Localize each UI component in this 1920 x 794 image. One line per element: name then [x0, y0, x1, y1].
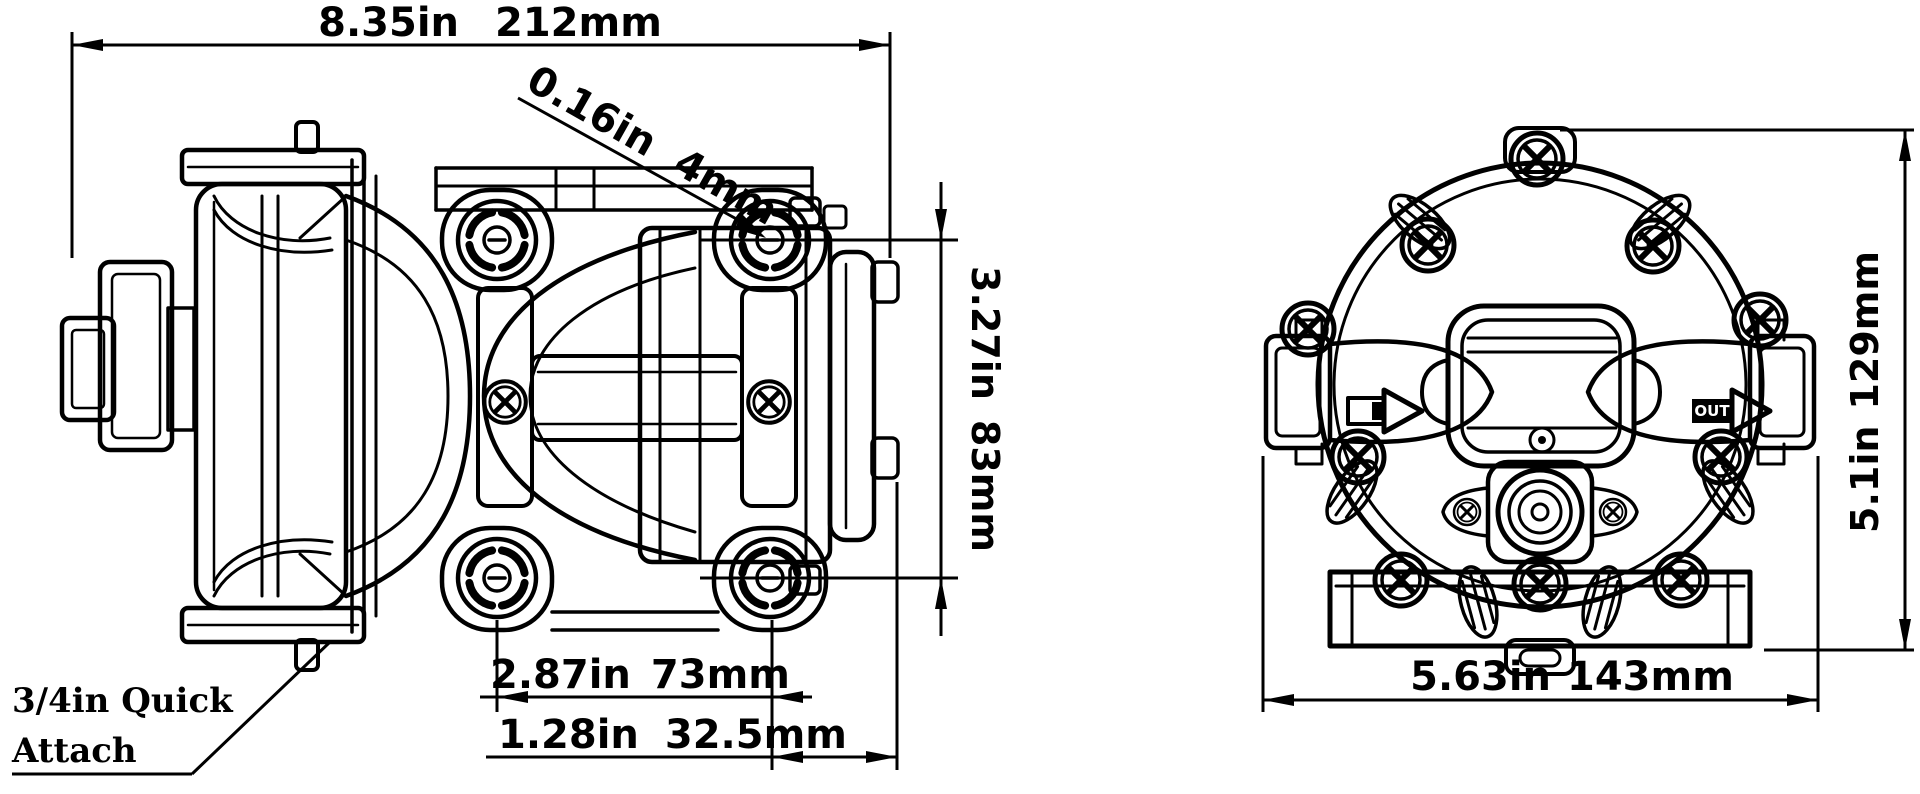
quick-attach-callout: 3/4in Quick Attach	[11, 640, 332, 776]
quick-attach-callout-line2: Attach	[11, 731, 137, 771]
top-mount-tab	[1503, 126, 1577, 174]
pump-head	[179, 120, 473, 672]
mount-grommet-icon	[458, 539, 536, 617]
quick-attach-callout-line1: 3/4in Quick	[12, 681, 234, 721]
housing-screw-icon	[1514, 558, 1566, 610]
housing-screw-icon	[1511, 133, 1563, 185]
housing-screw-icon	[1282, 303, 1334, 355]
knob-screw-icon	[1452, 497, 1482, 527]
dim-overall-height: 5.1in129mm	[1560, 128, 1914, 652]
dim-overall-height-label: 5.1in129mm	[1843, 251, 1887, 533]
inlet-port	[1263, 318, 1495, 466]
side-view-drawing	[59, 120, 900, 672]
bracket-screw-icon	[484, 381, 526, 423]
pressure-switch-cap	[1420, 303, 1662, 469]
housing-screw-icon	[1332, 431, 1384, 483]
outlet-flow-arrow-icon: OUT	[1692, 387, 1773, 435]
inlet-flow-arrow-icon	[1346, 387, 1425, 435]
knob-screw-icon	[1598, 497, 1628, 527]
housing-screws	[1282, 133, 1786, 610]
housing-screw-icon	[1402, 219, 1454, 271]
mounting-bracket	[434, 166, 829, 633]
outlet-label: OUT	[1694, 402, 1730, 420]
housing-screw-icon	[1375, 554, 1427, 606]
dim-mount-hole-label: 0.16in4mm	[519, 57, 785, 235]
dim-mount-height-label: 3.27in83mm	[963, 266, 1007, 552]
motor-body	[481, 196, 900, 596]
housing-screw-icon	[1695, 431, 1747, 483]
housing-screw-icon	[1627, 220, 1679, 272]
front-view-drawing: OUT	[1263, 126, 1817, 676]
mount-grommet-icon	[458, 201, 536, 279]
quick-attach-fitting	[59, 259, 196, 453]
bracket-screw-icon	[748, 381, 790, 423]
pump-housing-circle	[1315, 160, 1765, 610]
bypass-knob	[1441, 459, 1639, 565]
housing-screw-icon	[1655, 554, 1707, 606]
housing-screw-icon	[1734, 294, 1786, 346]
dim-mount-height: 3.27in83mm	[700, 182, 1007, 636]
